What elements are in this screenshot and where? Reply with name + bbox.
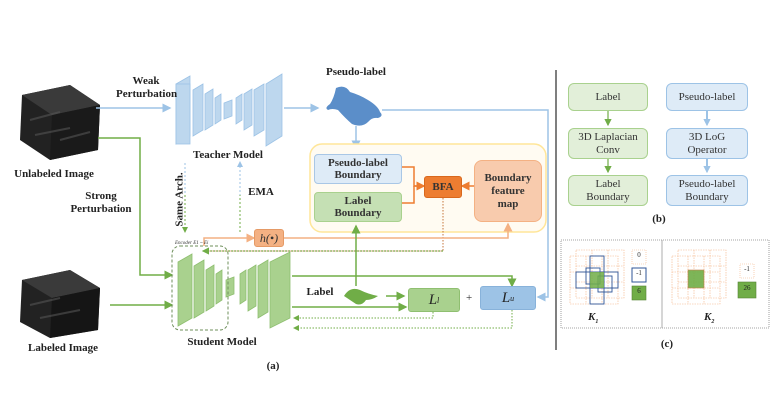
- plb-line1: Pseudo-label: [328, 157, 388, 169]
- bfm-line1: Boundary: [484, 171, 532, 184]
- boundary-feature-map-box: Boundary feature map: [474, 160, 542, 222]
- k1-legend-cube-minus1: [631, 267, 647, 283]
- label-boundary-box: Label Boundary: [314, 192, 402, 222]
- k2-value-minus1: -1: [744, 265, 750, 273]
- labeled-image-label: Labeled Image: [28, 342, 98, 354]
- student-model-label: Student Model: [187, 336, 257, 348]
- k2-legend-cube-minus1: [739, 263, 755, 279]
- caption-c: (c): [660, 338, 674, 350]
- b-label-box: Label: [568, 83, 648, 111]
- teacher-model-label: Teacher Model: [193, 149, 263, 161]
- weak-label-line2: Perturbation: [116, 88, 178, 100]
- k2-symbol: K: [704, 311, 712, 323]
- plus-sign: +: [466, 292, 473, 304]
- k1-value-0: 0: [637, 251, 641, 259]
- pseudo-label-boundary-box: Pseudo-label Boundary: [314, 154, 402, 184]
- label-shape: [344, 288, 378, 305]
- b-lb-line2: Boundary: [586, 190, 630, 203]
- b-pseudo-boundary-box: Pseudo-label Boundary: [666, 175, 748, 206]
- b-pb-line2: Boundary: [685, 190, 729, 203]
- strong-label-line1: Strong: [85, 190, 117, 202]
- unlabeled-image-label: Unlabeled Image: [14, 168, 94, 180]
- k1-kernel-grid: [569, 249, 625, 305]
- h-to-bfm-arrow: [284, 222, 513, 239]
- weak-label-line1: Weak: [132, 75, 160, 87]
- caption-b: (b): [652, 213, 666, 225]
- k2-label: K2: [704, 311, 714, 325]
- lb-to-bfa-line: [402, 186, 415, 204]
- b-pseudo-label-text: Pseudo-label: [678, 90, 736, 103]
- b-log-operator-box: 3D LoG Operator: [666, 128, 748, 159]
- h-function-box: h(•): [254, 229, 284, 247]
- b-laplacian-line2: Conv: [596, 143, 620, 156]
- teacher-model-network: [175, 73, 283, 147]
- b-log-line1: 3D LoG: [688, 130, 726, 143]
- k2-legend-cube-26: [737, 281, 757, 299]
- b-laplacian-line1: 3D Laplacian: [578, 130, 638, 143]
- b-label-text: Label: [595, 90, 621, 103]
- k2-sub: 2: [711, 319, 715, 326]
- ema-label: EMA: [248, 186, 274, 198]
- student-to-lu-arrow: [292, 275, 517, 288]
- pseudo-to-lu-arrow: [382, 109, 549, 302]
- encoder-to-h-arrow: [203, 233, 256, 246]
- k1-legend-cube-6: [631, 285, 647, 301]
- k2-value-26: 26: [743, 284, 751, 292]
- loss-l-symbol: L: [428, 291, 438, 308]
- lb-line2: Boundary: [334, 207, 382, 219]
- unlabeled-image-volume: [20, 85, 100, 160]
- b-pseudo-label-box: Pseudo-label: [666, 83, 748, 111]
- k1-sub: 1: [595, 319, 599, 326]
- b-log-line2: Operator: [687, 143, 727, 156]
- b-lb-line1: Label: [595, 177, 621, 190]
- caption-a: (a): [266, 360, 280, 372]
- loss-u-sub: u: [510, 293, 515, 303]
- b-pb-line1: Pseudo-label: [678, 177, 736, 190]
- loss-u-symbol: L: [501, 289, 511, 306]
- pseudo-label-title: Pseudo-label: [326, 66, 386, 78]
- labeled-image-volume: [20, 270, 100, 338]
- k2-kernel-grid: [671, 249, 727, 305]
- student-model-network: [177, 251, 291, 329]
- strong-perturbation-label: Strong Perturbation: [66, 190, 136, 216]
- pseudo-label-shape: [326, 86, 382, 126]
- encoder-label: Encoder E1 ~ Ei: [175, 241, 209, 246]
- label-text: Label: [306, 286, 334, 298]
- k1-symbol: K: [588, 311, 596, 323]
- bfa-box: BFA: [424, 176, 462, 198]
- k1-legend-cube-0: [631, 249, 647, 265]
- encoder-dashed-box: [171, 245, 229, 331]
- bfm-line2: feature: [491, 184, 525, 197]
- k1-value-minus1: -1: [636, 269, 642, 277]
- b-label-boundary-box: Label Boundary: [568, 175, 648, 206]
- strong-perturbation-arrow: [98, 137, 174, 280]
- lu-backprop-arrow: [293, 310, 513, 331]
- lb-line1: Label: [344, 195, 372, 207]
- same-arch-label: Same Arch.: [173, 172, 186, 227]
- weak-perturbation-label: Weak Perturbation: [116, 75, 178, 101]
- k1-value-6: 6: [637, 287, 641, 295]
- k1-label: K1: [588, 311, 598, 325]
- strong-label-line2: Perturbation: [70, 203, 132, 215]
- plb-line2: Boundary: [334, 169, 382, 181]
- loss-l-sub: l: [437, 295, 440, 305]
- ll-backprop-arrow: [293, 312, 434, 321]
- bfm-line3: map: [497, 197, 519, 210]
- b-laplacian-box: 3D Laplacian Conv: [568, 128, 648, 159]
